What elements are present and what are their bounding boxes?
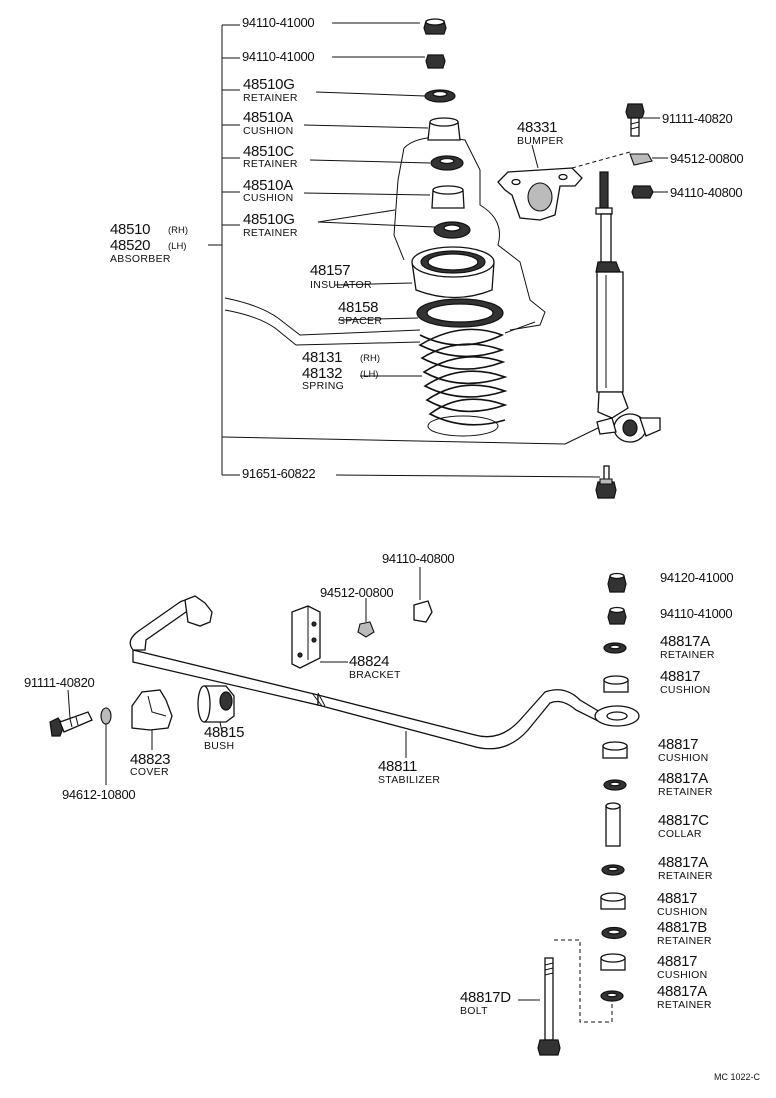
label-48811: 48811 bbox=[378, 758, 418, 775]
name-bush: BUSH bbox=[204, 740, 235, 752]
name-retainer-1: RETAINER bbox=[243, 92, 298, 104]
label-48817c: 48817C bbox=[658, 812, 709, 829]
cover-drawing bbox=[131, 689, 173, 750]
name-cushion-3: CUSHION bbox=[660, 684, 711, 696]
bracket-drawing bbox=[291, 605, 348, 669]
label-94512-00800-mid: 94512-00800 bbox=[320, 585, 394, 600]
left-bolt-washer bbox=[49, 689, 112, 785]
name-retainer-5: RETAINER bbox=[658, 786, 713, 798]
link-stack bbox=[600, 572, 629, 1002]
label-48817a-4: 48817A bbox=[657, 983, 707, 1000]
label-48131: 48131 bbox=[302, 349, 343, 366]
label-48132: 48132 bbox=[302, 365, 343, 382]
name-retainer-6: RETAINER bbox=[658, 870, 713, 882]
label-91111-40820-upper: 91111-40820 bbox=[662, 111, 733, 126]
label-48510a-lower: 48510A bbox=[243, 177, 293, 194]
label-48817a-1: 48817A bbox=[660, 633, 710, 650]
body-outline bbox=[224, 136, 546, 346]
label-94110-40800-mid: 94110-40800 bbox=[382, 551, 455, 566]
label-91651-60822: 91651-60822 bbox=[242, 466, 316, 481]
name-retainer-3: RETAINER bbox=[243, 227, 298, 239]
label-48158: 48158 bbox=[338, 299, 379, 316]
drawing-code: MC 1022-C bbox=[714, 1072, 761, 1082]
lower-mount-bolt bbox=[595, 465, 617, 499]
label-rh-spring: (RH) bbox=[360, 353, 381, 364]
label-48817-1: 48817 bbox=[660, 668, 701, 685]
label-91111-40820-left: 91111-40820 bbox=[24, 675, 95, 690]
name-bolt: BOLT bbox=[460, 1005, 488, 1017]
name-spacer: SPACER bbox=[338, 315, 383, 327]
label-94110-41000-second: 94110-41000 bbox=[242, 49, 315, 64]
name-retainer-2: RETAINER bbox=[243, 158, 298, 170]
name-bracket: BRACKET bbox=[349, 669, 401, 681]
name-cushion-4: CUSHION bbox=[658, 752, 709, 764]
name-cushion-2: CUSHION bbox=[243, 192, 294, 204]
upper-right-fasteners bbox=[625, 103, 654, 199]
name-stabilizer: STABILIZER bbox=[378, 774, 441, 786]
label-48823: 48823 bbox=[130, 751, 171, 768]
label-94120-41000: 94120-41000 bbox=[660, 570, 734, 585]
insulator-drawing bbox=[411, 246, 495, 299]
label-48817a-2: 48817A bbox=[658, 770, 708, 787]
stabilizer-drawing bbox=[129, 595, 640, 758]
bumper-drawing bbox=[497, 167, 583, 221]
label-94612-10800: 94612-10800 bbox=[62, 787, 136, 802]
label-48817-3: 48817 bbox=[657, 890, 698, 907]
label-48510g-upper: 48510G bbox=[243, 76, 295, 93]
label-48817d: 48817D bbox=[460, 989, 511, 1006]
label-48331: 48331 bbox=[517, 119, 558, 136]
label-48817-4: 48817 bbox=[657, 953, 698, 970]
mid-fasteners bbox=[357, 567, 433, 638]
label-48510: 48510 bbox=[110, 221, 151, 238]
label-48817a-3: 48817A bbox=[658, 854, 708, 871]
label-48510g-lower: 48510G bbox=[243, 211, 295, 228]
name-cushion-1: CUSHION bbox=[243, 125, 294, 137]
name-bumper: BUMPER bbox=[517, 135, 564, 147]
label-48817b: 48817B bbox=[657, 919, 707, 936]
spring-drawing bbox=[416, 298, 508, 437]
name-retainer-4: RETAINER bbox=[660, 649, 715, 661]
label-48510a-upper: 48510A bbox=[243, 109, 293, 126]
label-48824: 48824 bbox=[349, 653, 390, 670]
name-retainer-8: RETAINER bbox=[657, 999, 712, 1011]
name-insulator: INSULATOR bbox=[310, 279, 372, 291]
label-48520: 48520 bbox=[110, 237, 151, 254]
label-94110-41000-top: 94110-41000 bbox=[242, 15, 315, 30]
label-48157: 48157 bbox=[310, 262, 351, 279]
link-bolt-drawing bbox=[518, 939, 613, 1056]
label-48817-2: 48817 bbox=[658, 736, 699, 753]
name-spring: SPRING bbox=[302, 380, 345, 392]
name-cushion-6: CUSHION bbox=[657, 969, 708, 981]
name-collar: COLLAR bbox=[658, 828, 702, 840]
name-cushion-5: CUSHION bbox=[657, 906, 708, 918]
name-absorber: ABSORBER bbox=[110, 253, 171, 265]
name-retainer-7: RETAINER bbox=[657, 935, 712, 947]
label-94512-00800-upper: 94512-00800 bbox=[670, 151, 744, 166]
label-48510c: 48510C bbox=[243, 143, 294, 160]
label-94110-41000-right: 94110-41000 bbox=[660, 606, 733, 621]
shock-absorber-drawing bbox=[564, 171, 661, 445]
label-48815: 48815 bbox=[204, 724, 245, 741]
label-lh-absorber: (LH) bbox=[168, 241, 187, 252]
label-94110-40800-upper: 94110-40800 bbox=[670, 185, 743, 200]
name-cover: COVER bbox=[130, 766, 169, 778]
bush-drawing bbox=[197, 685, 235, 733]
label-rh-absorber: (RH) bbox=[168, 225, 189, 236]
label-lh-spring: (LH) bbox=[360, 369, 379, 380]
top-mount-stack bbox=[423, 18, 471, 239]
upper-leader-lines bbox=[208, 22, 668, 478]
